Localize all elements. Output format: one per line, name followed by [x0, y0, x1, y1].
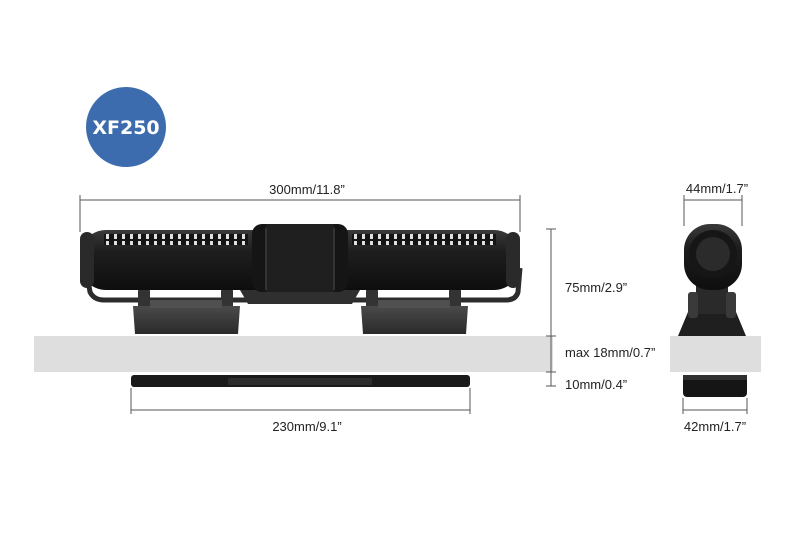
mount-bracket-right — [361, 288, 468, 334]
label-length: 300mm/11.8” — [269, 182, 345, 197]
model-badge: XF250 — [86, 87, 166, 167]
pump-side-view — [678, 224, 746, 336]
pump-motor-core — [266, 224, 334, 292]
intake-grill-left — [104, 234, 248, 245]
outer-magnet-side-view — [683, 375, 747, 397]
label-side-width-top: 44mm/1.7” — [686, 181, 748, 196]
label-side-width-bottom: 42mm/1.7” — [684, 419, 746, 434]
label-magnet-length: 230mm/9.1” — [272, 419, 341, 434]
model-badge-text: XF250 — [92, 117, 159, 139]
intake-grill-right — [352, 234, 496, 245]
aquarium-glass-side — [670, 336, 761, 372]
pump-front-view — [80, 224, 523, 334]
model-badge-circle — [86, 87, 166, 167]
pump-end-cap-left — [80, 232, 94, 288]
dimension-lines — [79, 195, 748, 414]
pump-end-cap-right — [506, 232, 520, 288]
label-glass-thickness: max 18mm/0.7” — [565, 345, 655, 360]
aquarium-glass-front — [34, 336, 553, 372]
label-magnet-thickness: 10mm/0.4” — [565, 377, 627, 392]
label-height: 75mm/2.9” — [565, 280, 627, 295]
outer-magnet-front-view — [131, 375, 470, 387]
mount-bracket-left — [133, 288, 240, 334]
